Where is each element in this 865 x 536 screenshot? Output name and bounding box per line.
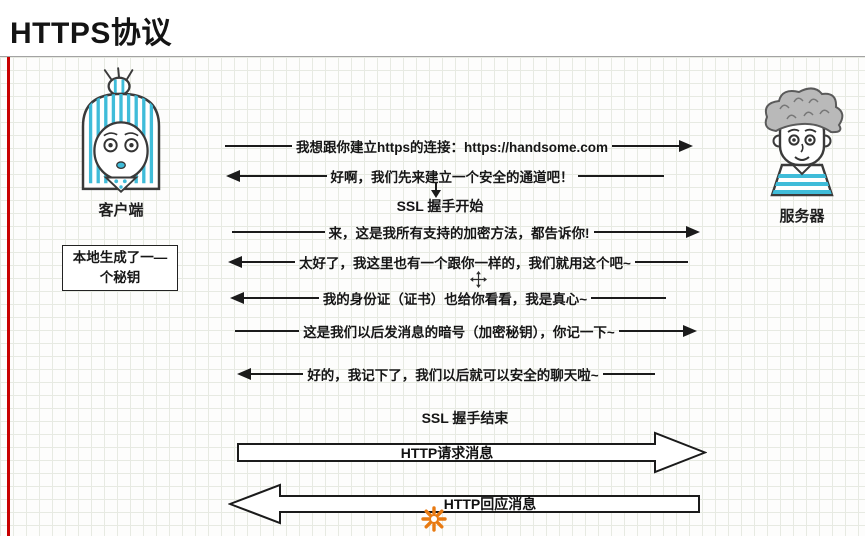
arrow-line xyxy=(618,330,684,332)
arrow-line xyxy=(225,145,292,147)
message-arrow-6: 这是我们以后发消息的暗号（加密秘钥），你记一下~ xyxy=(235,322,698,340)
arrow-line xyxy=(242,261,296,263)
arrow-line xyxy=(240,175,327,177)
message-text-2: 好啊，我们先来建立一个安全的通道吧！ xyxy=(330,170,574,185)
ssl-start-label: SSL 握手开始 xyxy=(396,198,484,214)
http-request-label: HTTP请求消息 xyxy=(400,444,494,461)
page-title: HTTPS协议 xyxy=(10,17,172,50)
mouse-cursor xyxy=(470,271,487,293)
left-accent-bar xyxy=(7,57,10,536)
arrow-line xyxy=(602,373,656,375)
http-request-arrow: HTTP请求消息 xyxy=(237,431,707,474)
orange-flower-icon xyxy=(421,506,447,532)
client-actor: 客户端 xyxy=(64,67,178,220)
big-right-arrow-shape xyxy=(237,431,707,474)
big-left-arrow-shape xyxy=(228,483,700,525)
ssl-end-label: SSL 握手结束 xyxy=(421,410,509,426)
arrow-line xyxy=(634,261,689,263)
server-avatar xyxy=(764,87,844,197)
client-avatar xyxy=(81,67,161,194)
server-actor: 服务器 xyxy=(752,81,852,226)
down-arrow-stem xyxy=(435,182,437,190)
message-text-6: 这是我们以后发消息的暗号（加密秘钥），你记一下~ xyxy=(303,325,615,340)
arrow-line xyxy=(612,145,680,147)
arrowhead-left-icon xyxy=(230,292,244,304)
message-text-5: 我的身份证（证书）也给你看看，我是真心~ xyxy=(322,292,588,307)
arrowhead-right-icon xyxy=(683,325,698,337)
arrow-line xyxy=(591,297,667,299)
arrow-line xyxy=(251,373,304,375)
arrowhead-left-icon xyxy=(226,170,240,182)
arrow-line xyxy=(593,231,686,233)
arrowhead-left-icon xyxy=(228,256,242,268)
message-arrow-2: 好啊，我们先来建立一个安全的通道吧！ xyxy=(226,167,664,185)
client-label: 客户端 xyxy=(98,202,144,219)
down-arrow-head xyxy=(431,190,441,198)
https-sequence-diagram: 客户端 xyxy=(0,57,865,536)
message-arrow-4: 太好了，我这里也有一个跟你一样的，我们就用这个吧~ xyxy=(228,253,689,271)
header-divider xyxy=(0,56,865,57)
message-text-3: 来，这是我所有支持的加密方法，都告诉你! xyxy=(328,226,590,241)
local-key-note: 本地生成了一— 个秘钥 xyxy=(62,245,178,291)
message-arrow-5: 我的身份证（证书）也给你看看，我是真心~ xyxy=(230,289,667,307)
message-text-4: 太好了，我这里也有一个跟你一样的，我们就用这个吧~ xyxy=(299,256,631,271)
arrow-line xyxy=(232,231,325,233)
message-text-1: 我想跟你建立https的连接：https://handsome.com xyxy=(296,140,609,155)
move-cursor-icon xyxy=(470,271,487,288)
arrowhead-right-icon xyxy=(679,140,694,152)
message-text-7: 好的，我记下了，我们以后就可以安全的聊天啦~ xyxy=(307,368,599,383)
watermark-logo xyxy=(421,506,447,536)
http-response-arrow: HTTP回应消息 xyxy=(228,483,700,525)
arrow-line xyxy=(244,297,319,299)
arrowhead-right-icon xyxy=(686,226,700,238)
message-arrow-3: 来，这是我所有支持的加密方法，都告诉你! xyxy=(232,223,700,241)
message-arrow-7: 好的，我记下了，我们以后就可以安全的聊天啦~ xyxy=(237,365,656,383)
note-line-2: 个秘钥 xyxy=(99,270,141,285)
arrow-line xyxy=(577,175,664,177)
ssl-start-down-arrow-icon xyxy=(431,182,441,198)
arrowhead-left-icon xyxy=(237,368,251,380)
http-response-label: HTTP回应消息 xyxy=(443,496,537,512)
page-header: HTTPS协议 xyxy=(0,0,865,56)
message-arrow-1: 我想跟你建立https的连接：https://handsome.com xyxy=(225,137,694,155)
note-line-1: 本地生成了一— xyxy=(72,249,168,265)
server-label: 服务器 xyxy=(779,208,825,225)
arrow-line xyxy=(235,330,300,332)
